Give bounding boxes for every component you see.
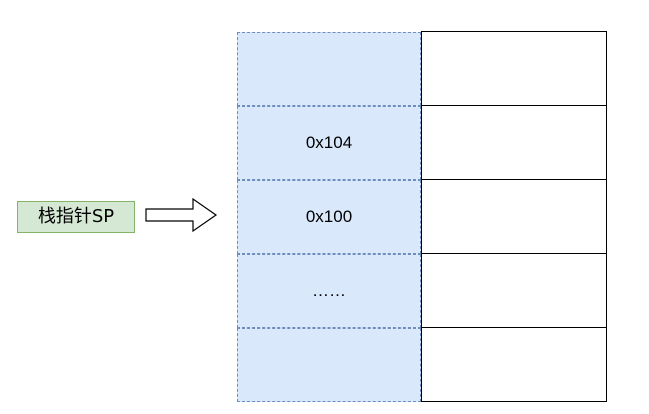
memory-cell-3 xyxy=(421,179,607,254)
right-arrow-outline xyxy=(145,197,218,233)
memory-cell-2 xyxy=(421,105,607,180)
memory-cell-5 xyxy=(421,327,607,402)
stack-column: 0x104 0x100 …… xyxy=(237,32,421,402)
stack-cell-2: 0x104 xyxy=(237,106,421,180)
right-arrow-icon xyxy=(145,197,218,233)
memory-column xyxy=(421,31,607,402)
stack-cell-1 xyxy=(237,32,421,106)
stack-cell-5 xyxy=(237,328,421,402)
stack-cell-4: …… xyxy=(237,254,421,328)
memory-cell-4 xyxy=(421,253,607,328)
stack-cell-3: 0x100 xyxy=(237,180,421,254)
memory-cell-1 xyxy=(421,31,607,106)
stack-pointer-label: 栈指针SP xyxy=(17,201,135,233)
